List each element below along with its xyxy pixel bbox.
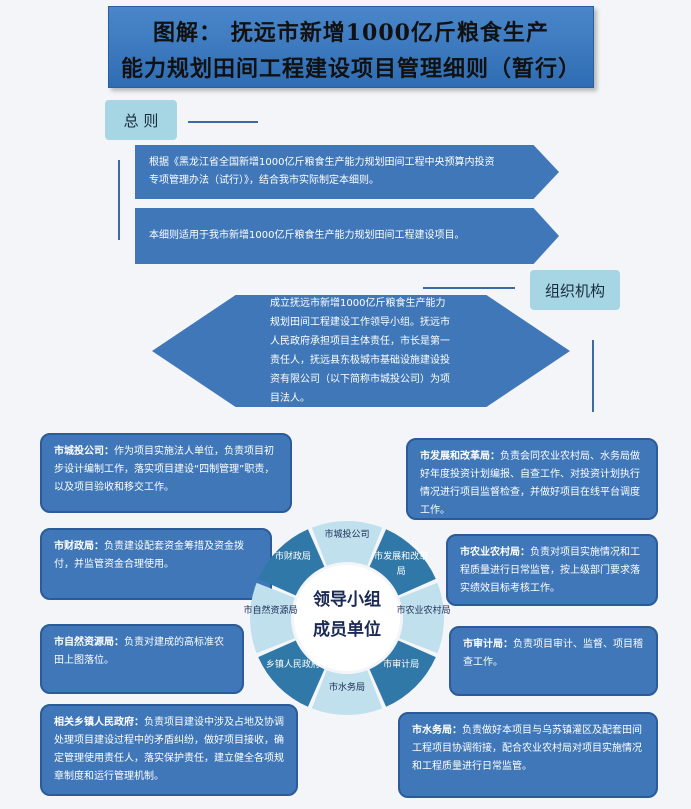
box-caizheng: 市财政局：负责建设配套资金筹措及资金拨付，并监管资金合理使用。 [40, 528, 272, 600]
ring-svg [250, 521, 444, 715]
box-shenji-text: 负责项目审计、监督、项目稽查工作。 [463, 639, 643, 668]
box-fagai-text: 负责会同农业农村局、水务局做好年度投资计划编报、自查工作、对投资计划执行情况进行… [420, 451, 640, 516]
leadership-ring: 市城投公司市发展和改革局市农业农村局市审计局市水务局乡镇人民政府 市自然资源局 市财… [243, 519, 451, 717]
box-shuiwu-text: 负责做好本项目与乌苏镇灌区及配套田间工程项目协调衔接，配合农业农村局对项目实施情… [412, 725, 642, 772]
general-item-1-text: 根据《黑龙江省全国新增1000亿斤粮食生产能力规划田间工程中央预算内投资专项管理… [149, 157, 495, 186]
box-fagai-title: 市发展和改革局： [420, 451, 500, 462]
box-xiangzhen-title: 相关乡镇人民政府： [54, 717, 144, 728]
box-nongye-text: 负责对项目实施情况和工程质量进行日常监管，按上级部门要求落实绩效目标考核工作。 [460, 547, 640, 594]
box-shenji: 市审计局：负责项目审计、监督、项目稽查工作。 [449, 626, 658, 696]
ring-segment-ziran [250, 582, 295, 654]
ring-segment-shuiwu [311, 670, 383, 715]
org-hexagon: 成立抚远市新增1000亿斤粮食生产能力规划田间工程建设工作领导小组。抚远市人民政… [152, 295, 570, 407]
box-chengtou-title: 市城投公司： [54, 446, 114, 457]
box-ziran-text: 负责对建成的高标准农田上图落位。 [54, 637, 224, 666]
ring-segment-xiangzhen [258, 640, 325, 707]
box-chengtou: 市城投公司：作为项目实施法人单位，负责项目初步设计编制工作，落实项目建设“四制管… [40, 433, 292, 513]
ring-segment-shenji [369, 640, 436, 707]
box-caizheng-title: 市财政局： [54, 541, 104, 552]
center-line-2: 成员单位 [313, 620, 381, 640]
box-ziran-title: 市自然资源局： [54, 637, 124, 648]
general-connector [188, 121, 258, 123]
general-item-2: 本细则适用于我市新增1000亿斤粮食生产能力规划田间工程建设项目。 [135, 208, 559, 264]
center-line-1: 领导小组 [313, 590, 381, 610]
box-shuiwu-title: 市水务局： [412, 725, 462, 736]
title-line-2: 能力规划田间工程建设项目管理细则（暂行） [120, 56, 581, 82]
general-item-1: 根据《黑龙江省全国新增1000亿斤粮食生产能力规划田间工程中央预算内投资专项管理… [135, 145, 559, 199]
box-chengtou-text: 作为项目实施法人单位，负责项目初步设计编制工作，落实项目建设“四制管理”职责，以… [54, 446, 275, 493]
general-label: 总 则 [105, 100, 177, 140]
title-banner: 图解： 抚远市新增1000亿斤粮食生产 能力规划田间工程建设项目管理细则（暂行） [108, 6, 594, 88]
ring-segment-nongye [399, 582, 444, 654]
org-text: 成立抚远市新增1000亿斤粮食生产能力规划田间工程建设工作领导小组。抚远市人民政… [270, 298, 450, 404]
ring-label-fagai: 市发展和改革局 [374, 551, 429, 577]
org-label: 组织机构 [530, 270, 620, 310]
box-ziran: 市自然资源局：负责对建成的高标准农田上图落位。 [40, 624, 244, 694]
ring-label-caizheng: 市财政局 [274, 551, 311, 562]
ring-segment-fagai [369, 529, 436, 596]
box-nongye: 市农业农村局：负责对项目实施情况和工程质量进行日常监管，按上级部门要求落实绩效目… [446, 534, 658, 606]
org-vertical-line [592, 340, 594, 412]
ring-label-shenji: 市审计局 [383, 660, 420, 671]
box-xiangzhen-text: 负责项目建设中涉及占地及协调处理项目建设过程中的矛盾纠纷，做好项目接收，确定管理… [54, 717, 284, 782]
org-connector [423, 287, 515, 289]
box-caizheng-text: 负责建设配套资金筹措及资金拨付，并监管资金合理使用。 [54, 541, 244, 570]
ring-label-nongye: 市农业农村局 [396, 606, 451, 616]
general-item-2-text: 本细则适用于我市新增1000亿斤粮食生产能力规划田间工程建设项目。 [149, 230, 465, 241]
ring-label-shuiwu: 市水务局 [328, 682, 365, 693]
box-fagai: 市发展和改革局：负责会同农业农村局、水务局做好年度投资计划编报、自查工作、对投资… [406, 438, 658, 520]
ring-label-xiangzhen: 乡镇人民政府 [265, 660, 320, 671]
title-line-1: 图解： 抚远市新增1000亿斤粮食生产 [153, 20, 549, 46]
ring-label-chengtou: 市城投公司 [324, 529, 370, 540]
ring-center [294, 565, 400, 671]
box-xiangzhen: 相关乡镇人民政府：负责项目建设中涉及占地及协调处理项目建设过程中的矛盾纠纷，做好… [40, 704, 298, 796]
box-shenji-title: 市审计局： [463, 639, 513, 650]
ring-segment-chengtou [311, 521, 383, 566]
ring-label-ziran: 市自然资源局 [243, 606, 298, 616]
ring-segment-caizheng [258, 529, 325, 596]
box-nongye-title: 市农业农村局： [460, 547, 530, 558]
box-shuiwu: 市水务局：负责做好本项目与乌苏镇灌区及配套田间工程项目协调衔接，配合农业农村局对… [398, 712, 658, 798]
general-vertical-line [118, 160, 120, 240]
